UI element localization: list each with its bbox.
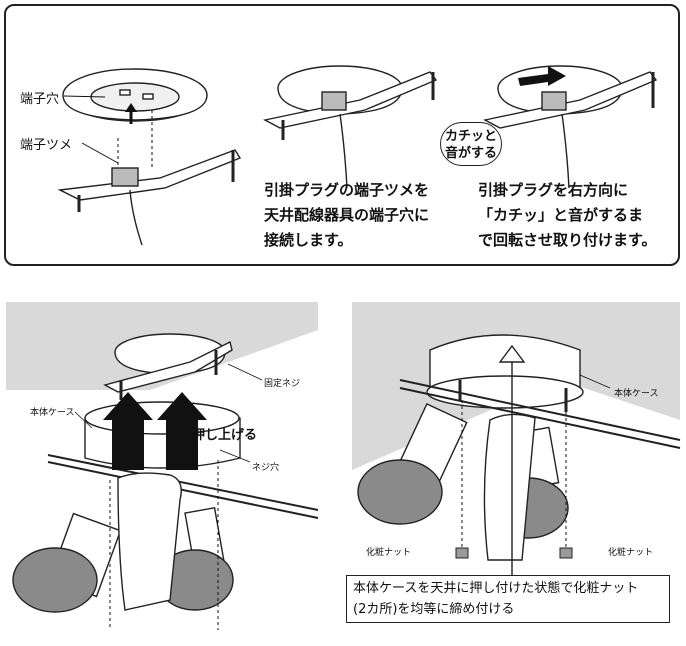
terminal-claw-label: 端子ツメ	[20, 138, 73, 153]
step2-instruction: 引掛プラグを右方向に 「カチッ」と音がするま で回転させ取り付けます。	[478, 178, 657, 253]
step1-instruction-line3: 接続します。	[264, 231, 353, 249]
step2-fixture-attached	[262, 65, 438, 189]
callout-line1: 本体ケースを天井に押し付けた状態で化粧ナット	[353, 581, 639, 596]
click-bubble-line2: 音がする	[444, 146, 497, 161]
terminal-hole-label: 端子穴	[20, 92, 60, 107]
step2b-fixture-rotated	[482, 65, 658, 189]
step4-callout: 本体ケースを天井に押し付けた状態で化粧ナット (2カ所)を均等に締め付ける	[346, 575, 670, 623]
decor-nut-right-label: 化粧ナット	[608, 548, 654, 558]
fixing-screw-label: 固定ネジ	[264, 379, 301, 389]
step1-plug-bracket	[57, 149, 242, 246]
step2-instruction-line3: で回転させ取り付けます。	[478, 231, 657, 249]
steps-frame	[4, 4, 680, 266]
callout-line2: (2カ所)を均等に締め付ける	[353, 602, 515, 617]
step1-ceiling-fixture	[62, 68, 208, 122]
rotate-arrow	[518, 66, 566, 86]
step1-instruction: 引掛プラグの端子ツメを 天井配線器具の端子穴に 接続します。	[264, 178, 429, 253]
step3-body-case-label: 本体ケース	[30, 408, 75, 418]
step2-instruction-line1: 引掛プラグを右方向に	[478, 181, 629, 199]
step3-scene	[6, 302, 319, 630]
step2-instruction-line2: 「カチッ」と音がするま	[478, 206, 644, 224]
click-bubble-line1: カチッと	[444, 129, 497, 144]
step4-scene	[352, 302, 681, 575]
click-sound-bubble: カチッと 音がする	[440, 122, 502, 166]
push-up-label: 押し上げる	[192, 428, 258, 443]
decor-nut-left-label: 化粧ナット	[366, 548, 412, 558]
step4-body-case-label: 本体ケース	[614, 389, 659, 399]
screw-hole-label: ネジ穴	[252, 463, 280, 473]
step1-instruction-line2: 天井配線器具の端子穴に	[264, 206, 430, 224]
step1-instruction-line1: 引掛プラグの端子ツメを	[264, 181, 430, 199]
